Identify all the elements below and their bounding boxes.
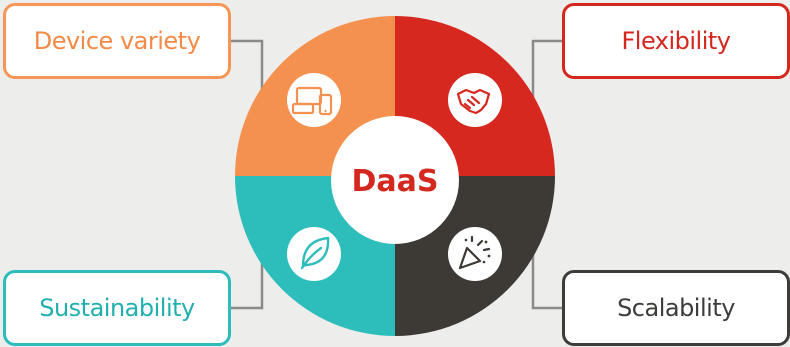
center-title: DaaS [351, 163, 439, 199]
devices-icon [287, 73, 341, 127]
party-popper-icon [448, 227, 502, 281]
center-circle [331, 116, 459, 244]
label-scalability: Scalability [562, 270, 790, 346]
handshake-icon [448, 73, 502, 127]
leaf-icon [287, 227, 341, 281]
label-flexibility: Flexibility [562, 3, 790, 79]
label-device-variety: Device variety [3, 3, 231, 79]
label-sustainability: Sustainability [3, 270, 231, 346]
